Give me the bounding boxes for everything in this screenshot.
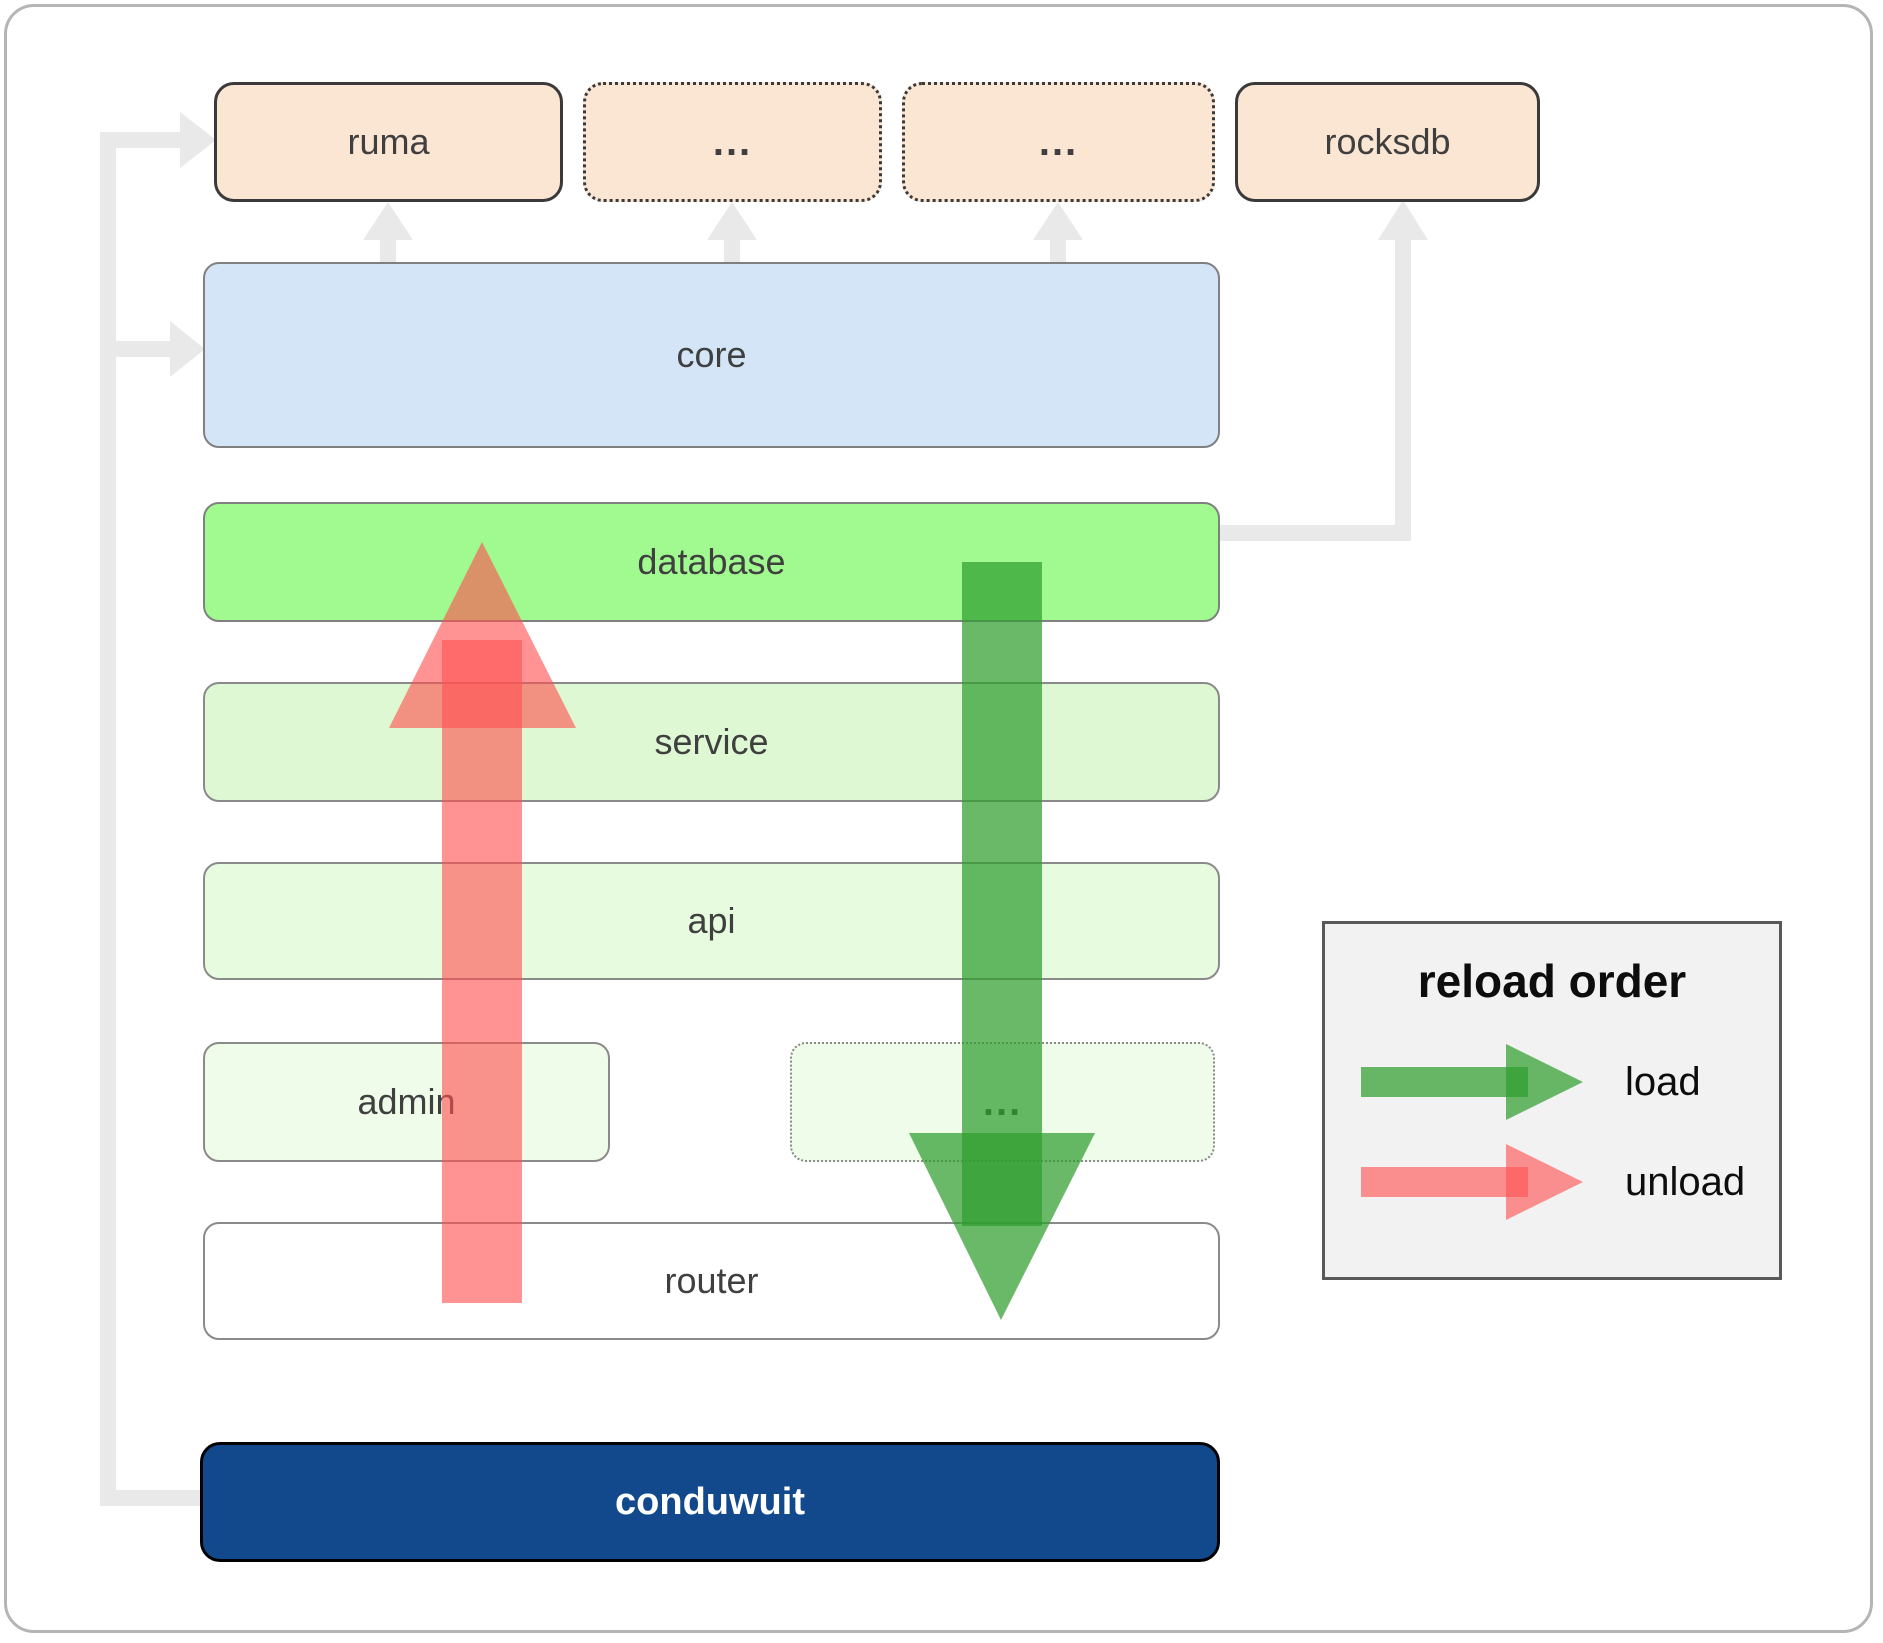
box-ellipsis-1: ... [583,82,882,202]
box-ruma: ruma [214,82,563,202]
outer-frame [4,4,1873,1633]
box-conduwuit: conduwuit [200,1442,1220,1562]
box-api-label: api [687,900,736,941]
box-router-label: router [664,1260,759,1301]
box-ellipsis-bottom-label: ... [982,1079,1023,1124]
box-database: database [203,502,1220,622]
box-ellipsis-2-label: ... [1038,119,1079,164]
box-rocksdb: rocksdb [1235,82,1540,202]
box-api: api [203,862,1220,980]
legend-load-label: load [1625,1059,1701,1104]
box-core: core [203,262,1220,448]
box-service-label: service [654,721,769,762]
box-rocksdb-label: rocksdb [1324,121,1451,162]
legend: reload order load unload [1322,921,1782,1280]
legend-item-unload: unload [1325,1142,1779,1222]
legend-title: reload order [1417,955,1687,1007]
box-admin-label: admin [357,1081,456,1122]
legend-unload-label: unload [1625,1159,1746,1204]
box-ellipsis-1-label: ... [712,119,753,164]
box-ellipsis-2: ... [902,82,1215,202]
box-admin: admin [203,1042,610,1162]
box-core-label: core [676,334,747,375]
box-conduwuit-label: conduwuit [615,1480,805,1523]
box-service: service [203,682,1220,802]
box-database-label: database [637,541,786,582]
unload-arrow-icon [1361,1144,1583,1220]
box-ruma-label: ruma [347,121,430,162]
box-ellipsis-bottom: ... [790,1042,1215,1162]
box-router: router [203,1222,1220,1340]
load-arrow-icon [1361,1044,1583,1120]
legend-item-load: load [1325,1042,1779,1122]
